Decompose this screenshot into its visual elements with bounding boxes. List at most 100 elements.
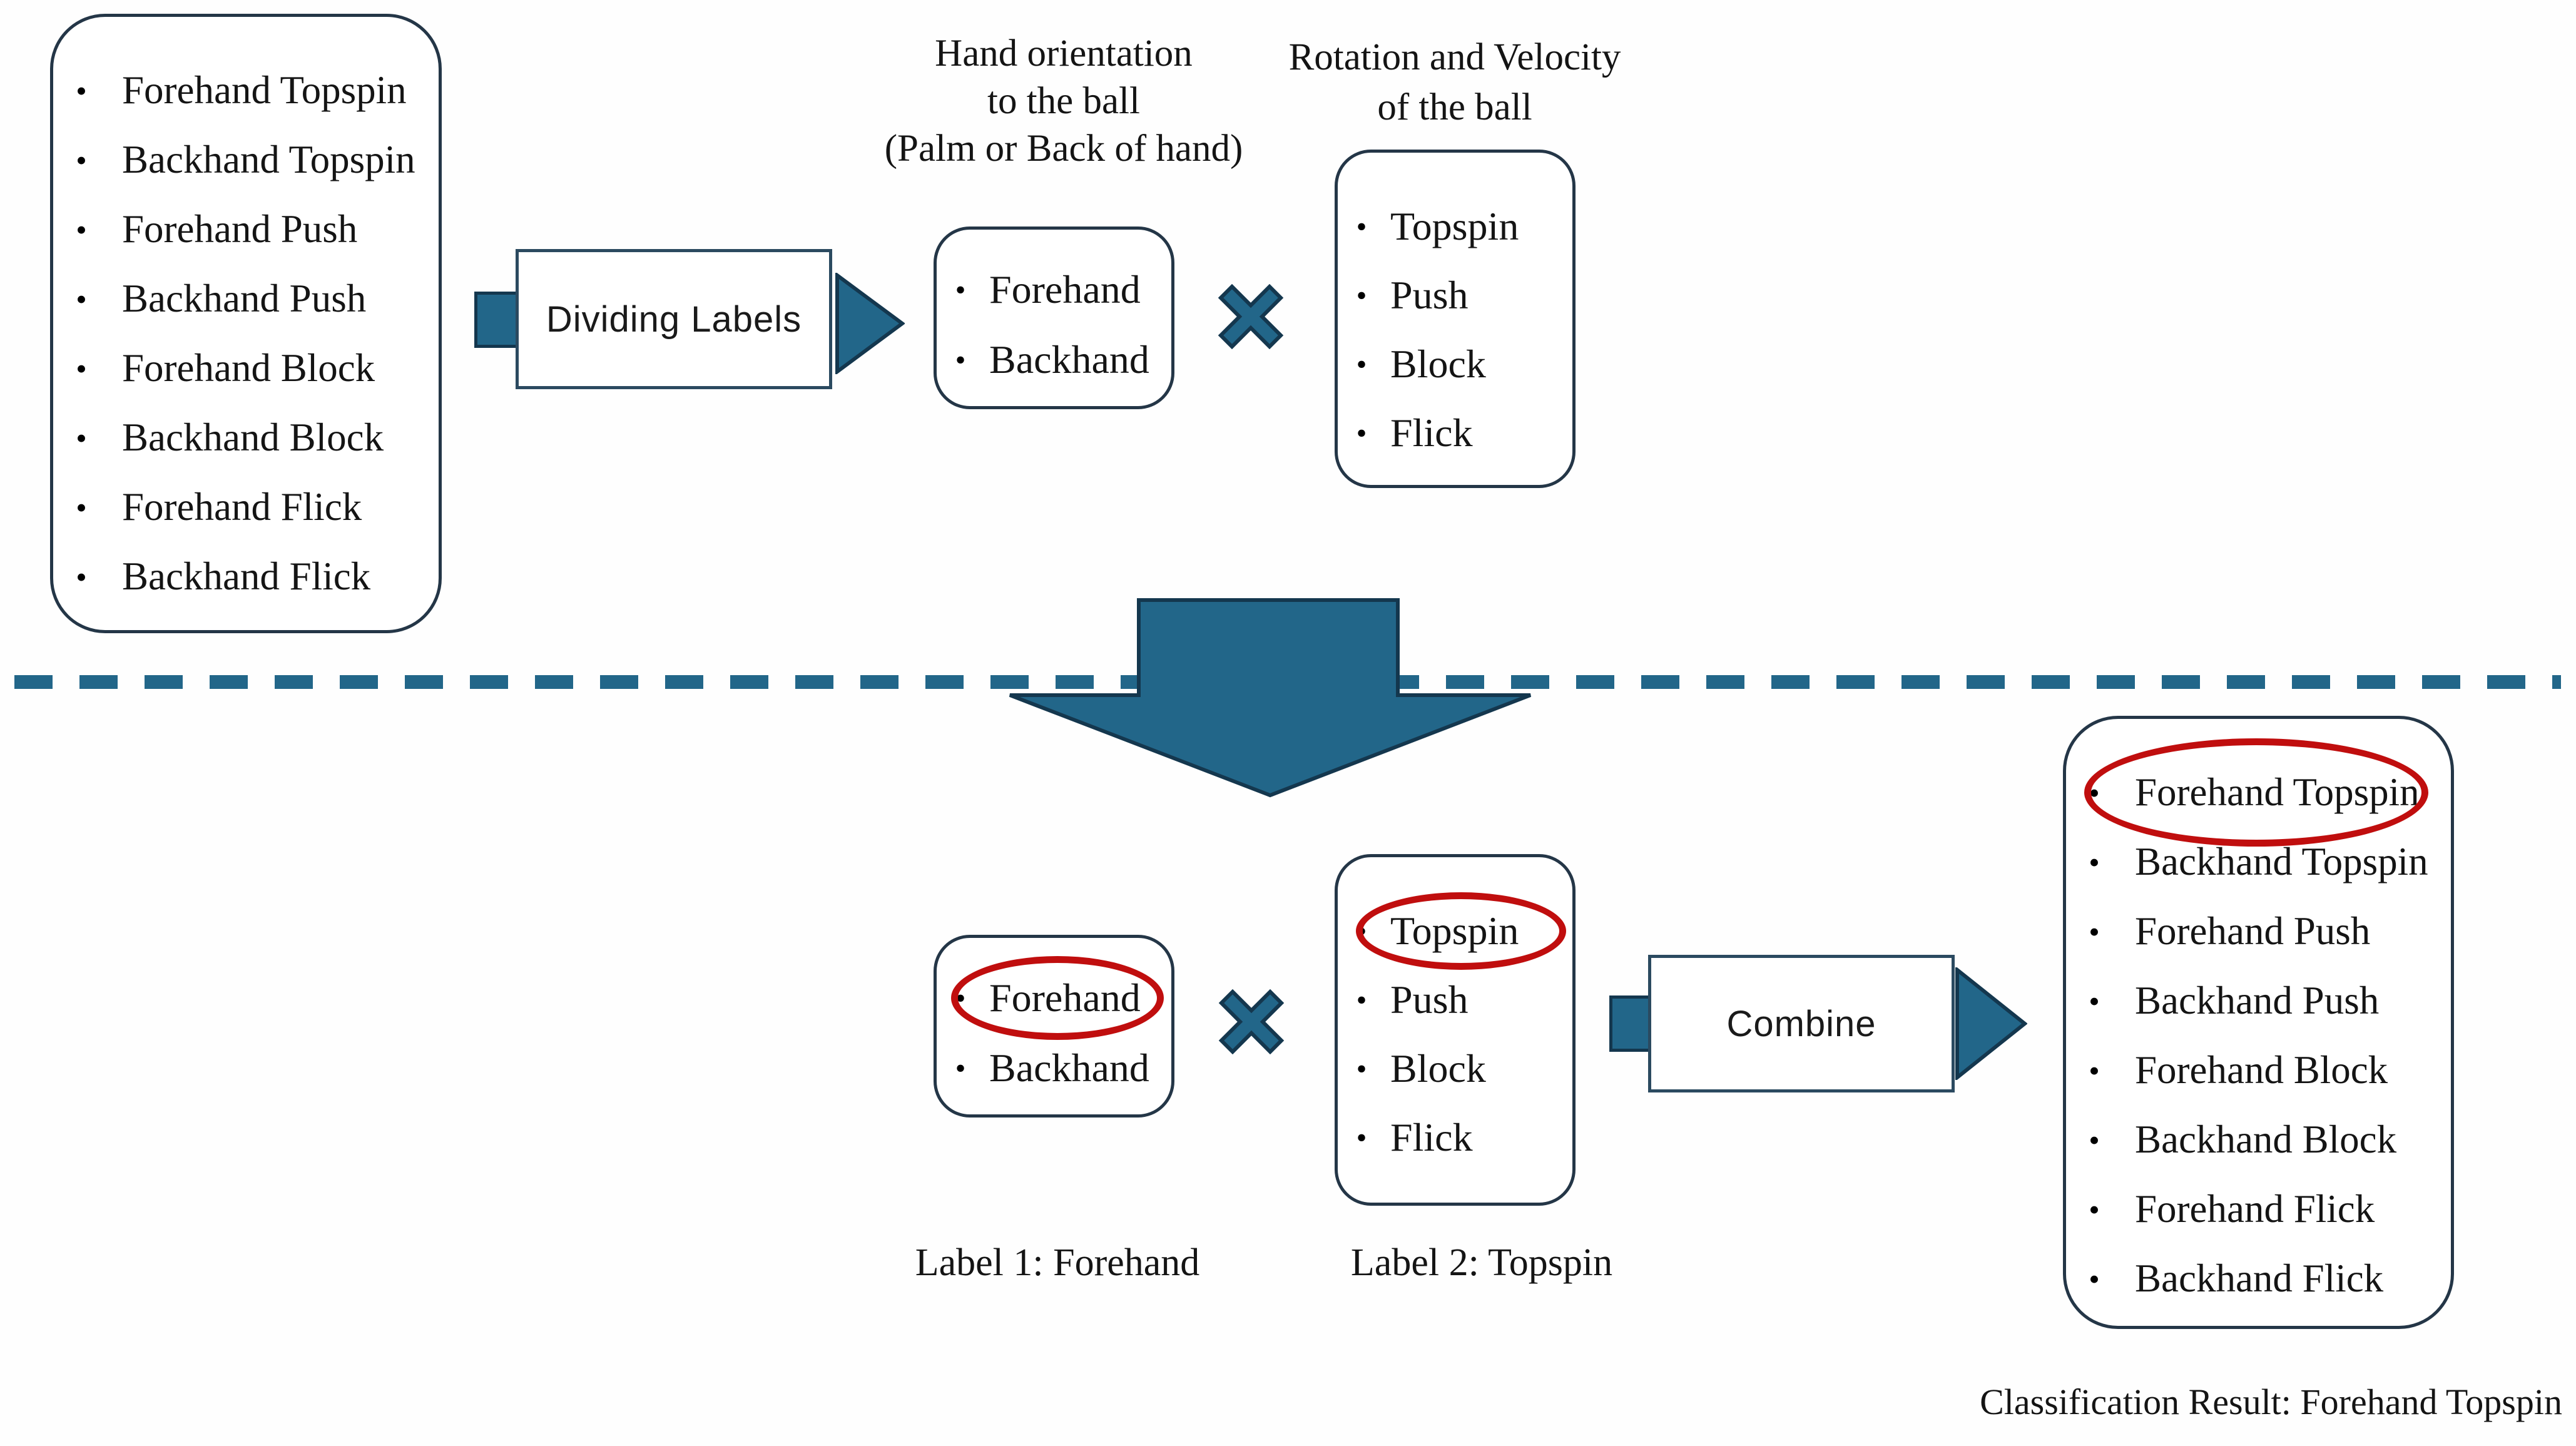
list-item-label: Forehand Flick — [122, 485, 362, 529]
stroke-list-box-result: •Forehand Topspin •Backhand Topspin •For… — [2063, 716, 2454, 1329]
list-item: • Backhand Push — [69, 264, 439, 333]
list-item-label: Backhand — [989, 337, 1149, 382]
list-item: •Backhand Topspin — [2082, 827, 2451, 897]
title-line: Hand orientation — [935, 33, 1193, 74]
rotation-options-list: •Topspin •Push •Block •Flick — [1338, 857, 1572, 1172]
list-item: • Backhand Topspin — [69, 125, 439, 195]
title-line: of the ball — [1377, 86, 1532, 128]
list-item: •Block — [1350, 1034, 1572, 1103]
list-item-label: Block — [1390, 342, 1486, 386]
list-item: •Flick — [1350, 1103, 1572, 1172]
hand-orientation-title: Hand orientation to the ball (Palm or Ba… — [885, 30, 1243, 173]
list-item: • Backhand Flick — [2082, 1244, 2451, 1313]
rotation-options-list: • Topspin • Push • Block • Flick — [1338, 153, 1572, 467]
combine-box: Combine — [1648, 955, 1955, 1092]
list-item-label: Forehand — [989, 975, 1141, 1020]
list-item-label: Flick — [1390, 410, 1473, 455]
list-item: • Topspin — [1350, 192, 1572, 261]
bullet-icon: • — [2089, 914, 2100, 949]
bullet-icon: • — [76, 142, 87, 178]
list-item-label: Forehand — [989, 267, 1141, 312]
list-item: • Backhand Block — [2082, 1105, 2451, 1174]
list-item-label: Flick — [1390, 1115, 1473, 1159]
list-item-label: Topspin — [1390, 909, 1519, 953]
bullet-icon: • — [2089, 1261, 2100, 1296]
classification-result-caption: Classification Result: Forehand Topspin — [1980, 1382, 2562, 1422]
list-item: • Backhand Flick — [69, 542, 439, 611]
dividing-labels-label: Dividing Labels — [546, 298, 802, 340]
list-item: •Forehand Flick — [69, 472, 439, 542]
list-item-label: Backhand Topspin — [2135, 840, 2428, 883]
list-item: • Forehand — [949, 255, 1171, 325]
bullet-icon: • — [2089, 1122, 2100, 1158]
bullet-icon: • — [1356, 416, 1367, 450]
bullet-icon: • — [1356, 347, 1367, 381]
combine-label: Combine — [1726, 1003, 1876, 1044]
rotation-options-box-bottom: •Topspin •Push •Block •Flick — [1335, 854, 1576, 1206]
title-line: Rotation and Velocity — [1288, 36, 1621, 78]
list-item-label: Backhand — [989, 1046, 1149, 1090]
bullet-icon: • — [955, 273, 966, 307]
bullet-icon: • — [2089, 983, 2100, 1019]
list-item-label: Forehand Topspin — [122, 68, 407, 112]
bullet-icon: • — [1356, 278, 1367, 312]
dividing-labels-box: Dividing Labels — [516, 249, 832, 389]
hand-options-list: • Forehand • Backhand — [937, 230, 1171, 395]
list-item-label: Forehand Block — [122, 346, 375, 390]
rotation-options-box-top: • Topspin • Push • Block • Flick — [1335, 150, 1576, 488]
bullet-icon: • — [1356, 983, 1367, 1017]
bullet-icon: • — [76, 420, 87, 456]
list-item: •Forehand Flick — [2082, 1174, 2451, 1244]
bullet-icon: • — [76, 73, 87, 108]
bullet-icon: • — [955, 1051, 966, 1085]
hand-options-box-bottom: •Forehand • Backhand — [934, 935, 1174, 1118]
bullet-icon: • — [955, 343, 966, 377]
combine-arrow-tail — [1609, 995, 1653, 1052]
list-item: • Backhand — [949, 1033, 1171, 1103]
list-item-label: Forehand Block — [2135, 1048, 2388, 1092]
list-item-label: Backhand Flick — [122, 554, 371, 598]
bullet-icon: • — [76, 350, 87, 386]
hand-options-box-top: • Forehand • Backhand — [934, 227, 1174, 409]
list-item-label: Backhand Block — [2135, 1118, 2397, 1161]
bullet-icon: • — [1356, 914, 1367, 948]
list-item: •Forehand Push — [69, 195, 439, 264]
bullet-icon: • — [76, 559, 87, 594]
list-item-label: Backhand Topspin — [122, 138, 415, 181]
list-item: • Block — [1350, 330, 1572, 399]
list-item-label: Topspin — [1390, 204, 1519, 248]
list-item: • Flick — [1350, 399, 1572, 467]
list-item: • Forehand Topspin — [69, 56, 439, 125]
list-item-label: Backhand Push — [122, 277, 367, 320]
dividing-arrow-tail — [474, 292, 519, 348]
list-item-label: Forehand Push — [122, 207, 358, 251]
list-item-label: Backhand Flick — [2135, 1256, 2384, 1300]
down-arrow-icon — [1009, 598, 1532, 798]
bullet-icon: • — [2089, 1052, 2100, 1088]
list-item-label: Backhand Push — [2135, 979, 2380, 1022]
list-item-label: Forehand Topspin — [2135, 770, 2420, 814]
title-line: (Palm or Back of hand) — [884, 128, 1243, 170]
list-item: •Forehand Push — [2082, 897, 2451, 966]
bullet-icon: • — [76, 281, 87, 317]
bullet-icon: • — [1356, 210, 1367, 243]
label2-caption: Label 2: Topspin — [1350, 1241, 1613, 1284]
multiply-icon — [1218, 989, 1285, 1054]
title-line: to the ball — [987, 80, 1140, 122]
list-item: •Backhand Block — [69, 403, 439, 472]
stroke-list: •Forehand Topspin •Backhand Topspin •For… — [53, 17, 439, 611]
list-item: • Forehand Block — [2082, 1036, 2451, 1105]
list-item-highlighted: •Forehand — [949, 956, 1171, 1040]
rotation-velocity-title: Rotation and Velocity of the ball — [1289, 33, 1621, 133]
list-item: •Push — [1350, 965, 1572, 1034]
label1-caption: Label 1: Forehand — [915, 1241, 1200, 1284]
bullet-icon: • — [2089, 1191, 2100, 1227]
list-item-highlighted: • Topspin — [1350, 892, 1572, 970]
right-arrow-head-icon — [835, 273, 905, 374]
list-item: • Forehand Block — [69, 333, 439, 403]
multiply-icon — [1218, 284, 1284, 349]
list-item-label: Push — [1390, 273, 1469, 317]
bullet-icon: • — [1356, 1052, 1367, 1086]
bullet-icon: • — [2089, 775, 2100, 810]
list-item: • Push — [1350, 261, 1572, 330]
